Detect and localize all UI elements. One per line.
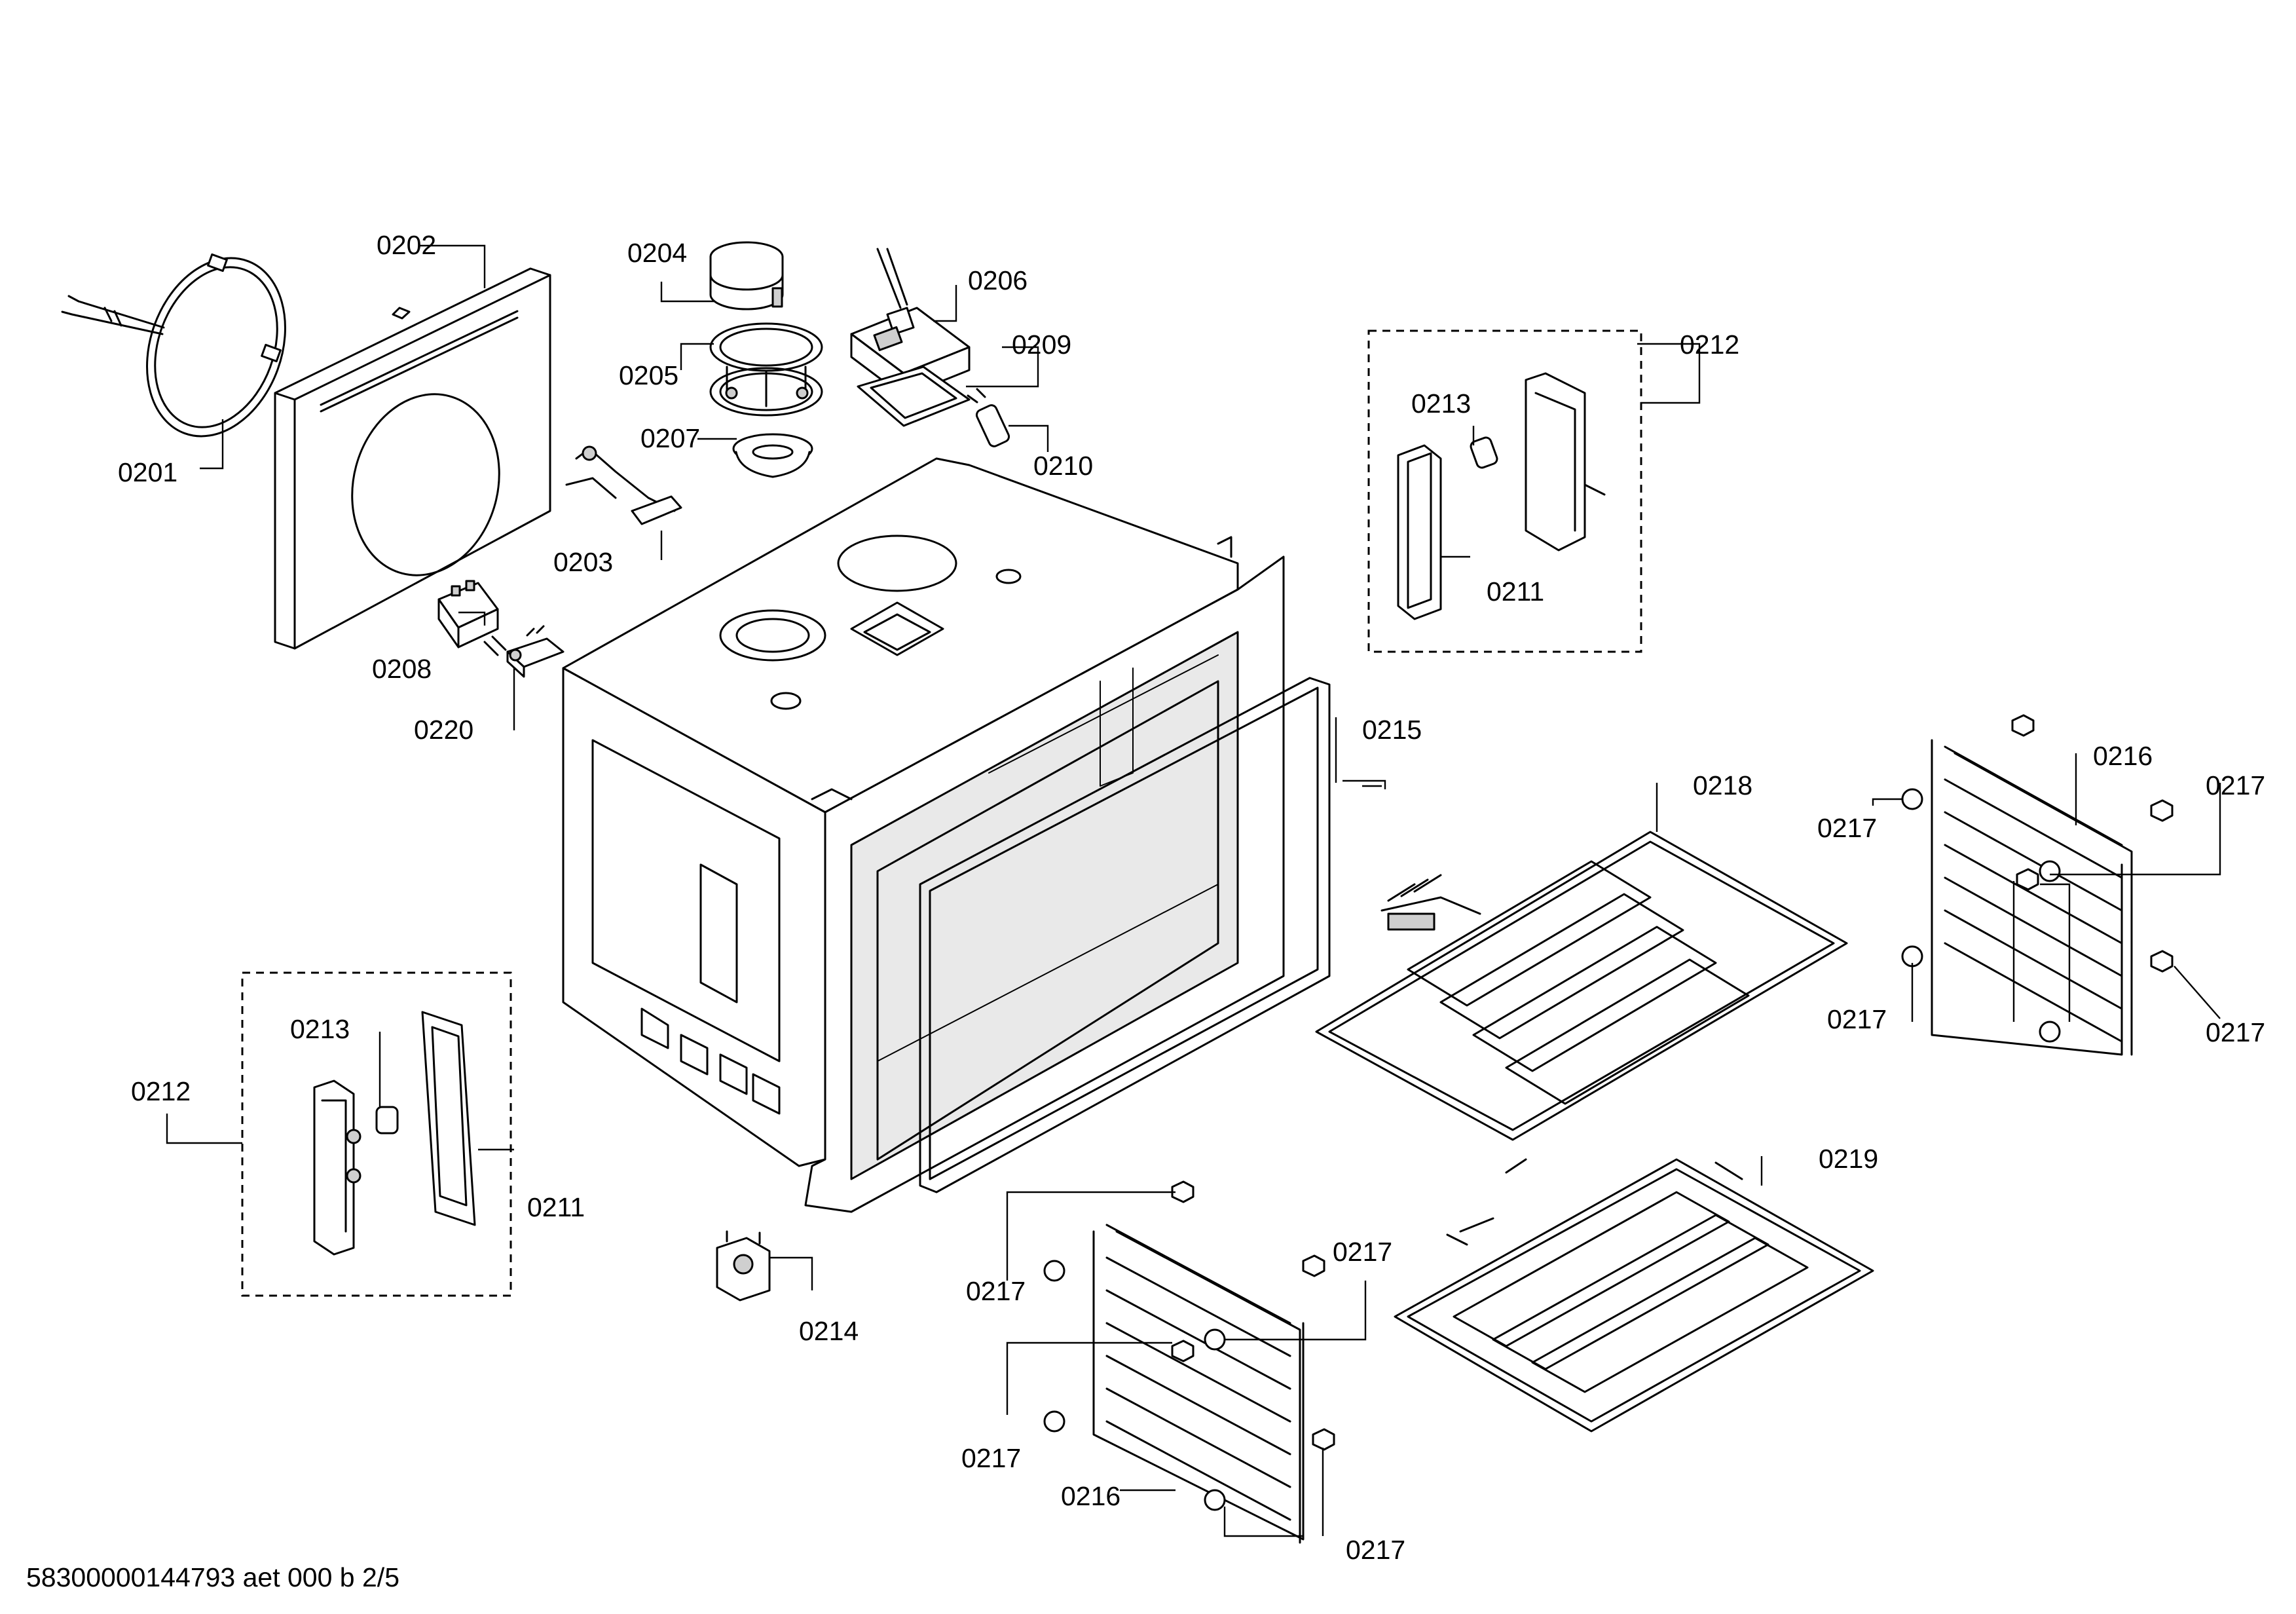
nut-3 [2150, 950, 2174, 973]
label-0209: 0209 [1012, 329, 1071, 360]
document-code: 58300000144793 aet 000 b 2/5 [26, 1562, 399, 1592]
label-0220: 0220 [414, 715, 473, 745]
label-0217-b: 0217 [2206, 770, 2265, 800]
part-labels: 0202 0201 0203 0204 0205 0206 0207 0208 … [118, 230, 2265, 1565]
nut-4 [2016, 868, 2039, 891]
grease-filter-cup [732, 433, 813, 478]
label-0215: 0215 [1362, 715, 1422, 745]
label-0212-left: 0212 [131, 1076, 191, 1106]
oven-cavity [562, 457, 1285, 1213]
stud-3 [2039, 860, 2061, 882]
shelf-rack-left [1092, 1224, 1305, 1544]
label-0213-left: 0213 [290, 1014, 350, 1044]
label-0219: 0219 [1819, 1144, 1878, 1174]
rack-supports [1043, 714, 2174, 1511]
label-0205: 0205 [619, 360, 678, 390]
label-0204: 0204 [627, 238, 687, 268]
top-grill-element [1315, 831, 1848, 1141]
label-0217-g: 0217 [961, 1443, 1021, 1473]
label-0211-right: 0211 [1487, 576, 1544, 607]
door-latch [716, 1230, 771, 1302]
label-0202: 0202 [377, 230, 436, 260]
capacitor [967, 388, 1010, 447]
lamp-assembly-left [241, 971, 512, 1297]
motor-gasket-plate [857, 366, 971, 427]
fan-ring-assembly [709, 322, 823, 417]
nut-6 [1302, 1254, 1325, 1277]
leader-lines [166, 244, 2221, 1537]
label-0203: 0203 [553, 547, 613, 577]
nut-7 [1312, 1428, 1335, 1451]
label-0217-h: 0217 [1346, 1535, 1405, 1565]
label-0213-right: 0213 [1411, 388, 1471, 419]
label-0206: 0206 [968, 265, 1028, 295]
label-0201: 0201 [118, 457, 177, 487]
label-0217-e: 0217 [1333, 1237, 1392, 1267]
stud-6 [1043, 1410, 1065, 1433]
lamp-assembly-right [1367, 329, 1642, 653]
door-gasket [919, 677, 1331, 1193]
stud-5 [1043, 1260, 1065, 1282]
nut-1 [2011, 714, 2035, 737]
label-0216-right: 0216 [2093, 741, 2153, 771]
nut-2 [2150, 799, 2174, 822]
label-0218: 0218 [1693, 770, 1752, 800]
rear-fan-cover [274, 267, 551, 650]
stud-1 [1901, 788, 1923, 810]
fan-clamp-band [709, 241, 784, 310]
stud-4 [2039, 1021, 2061, 1043]
lamp-holder [506, 625, 565, 678]
label-0212-right: 0212 [1680, 329, 1739, 360]
ring-heating-element [61, 253, 286, 438]
bottom-grill-element [1394, 1158, 1874, 1433]
label-0210: 0210 [1033, 451, 1093, 481]
nut-8 [1171, 1340, 1194, 1362]
label-0211-left: 0211 [527, 1192, 585, 1222]
temperature-sensor [565, 445, 682, 525]
label-0216-left: 0216 [1061, 1481, 1120, 1511]
label-0207: 0207 [640, 423, 700, 453]
shelf-rack-right [1931, 739, 2133, 1056]
label-0214: 0214 [799, 1316, 859, 1346]
nut-5 [1171, 1180, 1194, 1203]
label-0217-a: 0217 [1817, 813, 1877, 843]
label-0217-f: 0217 [966, 1276, 1026, 1306]
stud-8 [1204, 1489, 1226, 1511]
stud-7 [1204, 1328, 1226, 1351]
label-0217-c: 0217 [1827, 1004, 1887, 1034]
label-0217-d: 0217 [2206, 1017, 2265, 1047]
terminal-block [437, 580, 507, 656]
label-0208: 0208 [372, 654, 432, 684]
